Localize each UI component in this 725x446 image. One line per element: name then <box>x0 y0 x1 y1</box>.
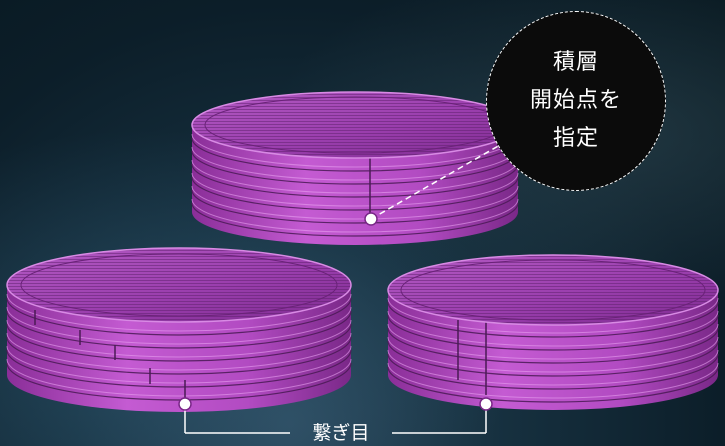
cylinder-left <box>6 247 352 412</box>
callout-line-3: 指定 <box>552 126 599 151</box>
callout-line-2: 開始点を <box>529 88 622 113</box>
cylinder-top <box>191 91 519 245</box>
start-point-marker <box>364 212 378 226</box>
callout-bubble: 積層 開始点を 指定 <box>486 11 666 191</box>
seam-marker-right <box>479 397 493 411</box>
cylinder-right <box>387 254 719 410</box>
seam-marker-left <box>178 397 192 411</box>
callout-leader-line <box>370 144 501 220</box>
callout-line-1: 積層 <box>552 50 599 75</box>
seam-label: 繋ぎ目 <box>312 422 370 444</box>
